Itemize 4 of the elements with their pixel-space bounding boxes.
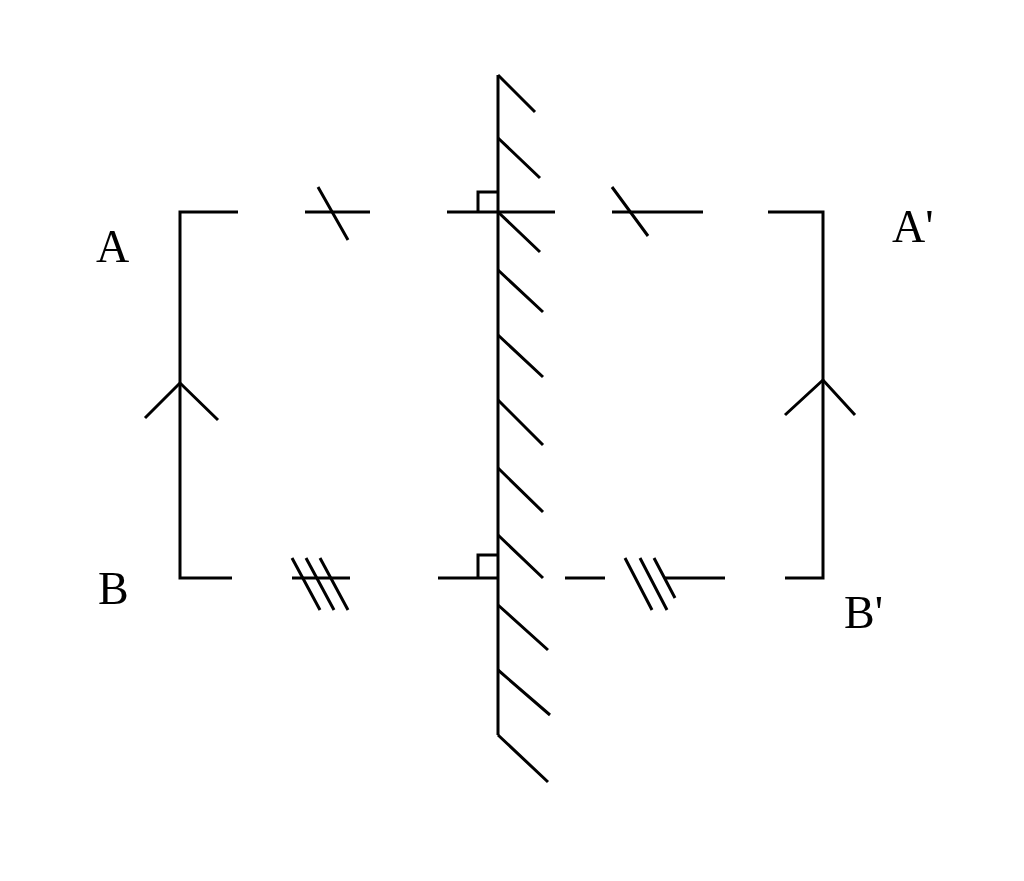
point-label: A [96,224,130,270]
point-label: B' [844,590,883,636]
point-label: A' [892,204,934,250]
point-label: B [98,566,129,612]
